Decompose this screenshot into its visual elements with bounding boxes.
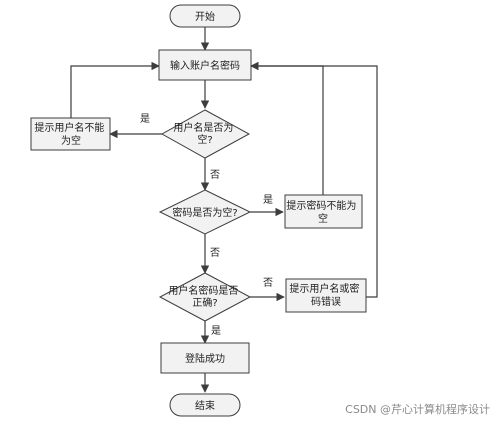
input-label: 输入账户名密码: [170, 59, 240, 72]
prompt-password-empty-node: [284, 194, 363, 229]
prompt-password-empty-label: 提示密码不能为 空: [286, 199, 359, 225]
check-password-node: [158, 189, 252, 235]
edge-label-username-yes: 是: [140, 113, 150, 125]
start-label: 开始: [195, 10, 215, 23]
watermark: CSDN @芹心计算机程序设计: [345, 402, 490, 416]
edge-password-prompt-loop: [250, 61, 324, 195]
edge-label-password-yes: 是: [263, 194, 273, 206]
prompt-wrong-credentials-node: [285, 278, 367, 313]
login-success-label: 登陆成功: [185, 352, 225, 365]
edge-label-credentials-yes: 是: [211, 325, 221, 337]
check-password-label: 密码是否为空?: [172, 206, 237, 219]
prompt-username-empty-label: 提示用户名不能 为空: [34, 121, 107, 147]
edge-username-prompt-loop: [70, 61, 160, 118]
edge-wrong-prompt-loop: [250, 61, 378, 298]
check-username-label: 用户名是否为 空?: [173, 121, 236, 146]
end-label: 结束: [195, 399, 215, 412]
edge-label-password-no: 否: [210, 247, 220, 259]
start-node: [169, 4, 241, 28]
check-credentials-node: [158, 272, 252, 322]
input-node: [158, 49, 252, 81]
prompt-username-empty-node: [30, 117, 111, 151]
check-credentials-label: 用户名密码是否 正确?: [168, 284, 241, 309]
edge-label-username-no: 否: [210, 169, 220, 181]
end-node: [169, 393, 241, 417]
check-username-node: [160, 109, 251, 159]
edge-label-credentials-no: 否: [263, 277, 273, 289]
login-success-node: [160, 342, 250, 374]
prompt-wrong-credentials-label: 提示用户名或密 码错误: [289, 282, 362, 308]
